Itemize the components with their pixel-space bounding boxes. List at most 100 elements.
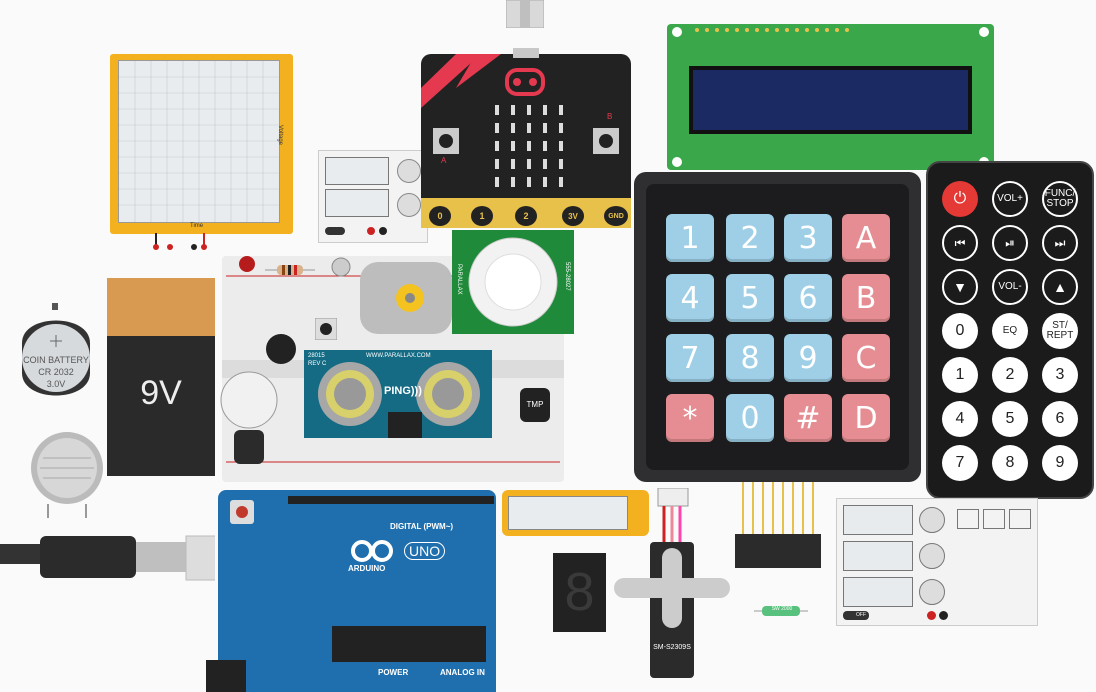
remote-vol-up-button[interactable]: VOL+ <box>992 181 1028 217</box>
keypad-key-1[interactable]: 1 <box>666 214 714 262</box>
psu-power-switch[interactable] <box>325 227 345 235</box>
keypad-key-7[interactable]: 7 <box>666 334 714 382</box>
keypad-key-2[interactable]: 2 <box>726 214 774 262</box>
usb-cable[interactable] <box>0 530 217 588</box>
remote-button-5[interactable]: 5 <box>992 401 1028 437</box>
remote-prev-button[interactable]: ⏮ <box>942 225 978 261</box>
psu-positive-terminal[interactable] <box>367 227 375 235</box>
remote-button-9[interactable]: 9 <box>1042 445 1078 481</box>
arduino-brand: ARDUINO <box>348 564 386 573</box>
remote-vol-down-button[interactable]: VOL- <box>992 269 1028 305</box>
ir-remote[interactable]: ⏻ VOL+ FUNC/ STOP ⏮ ⏯ ⏭ ▼ VOL- ▲ 0 EQ ST… <box>926 161 1094 499</box>
keypad-key-a[interactable]: A <box>842 214 890 262</box>
fg-display-1 <box>843 505 913 535</box>
remote-button-0[interactable]: 0 <box>942 313 978 349</box>
fg-sine-wave-button[interactable] <box>983 509 1005 529</box>
keypad-key-0[interactable]: 0 <box>726 394 774 442</box>
pir-sensor[interactable]: 555-28027 PARALLAX <box>452 230 574 334</box>
keypad-key-6[interactable]: 6 <box>784 274 832 322</box>
oscilloscope[interactable]: Voltage Time <box>110 54 293 234</box>
next-track-icon: ⏭ <box>1054 235 1066 250</box>
remote-next-button[interactable]: ⏭ <box>1042 225 1078 261</box>
dc-power-supply[interactable] <box>318 150 428 243</box>
ping-rev: REV C <box>308 361 327 367</box>
keypad-key-c[interactable]: C <box>842 334 890 382</box>
fg-knob-2[interactable] <box>919 543 945 569</box>
keypad-key-b[interactable]: B <box>842 274 890 322</box>
keypad-key-5[interactable]: 5 <box>726 274 774 322</box>
fg-negative-terminal[interactable] <box>939 611 948 620</box>
fg-power-switch[interactable]: OFF <box>843 611 869 620</box>
psu-negative-terminal[interactable] <box>379 227 387 235</box>
remote-power-button[interactable]: ⏻ <box>942 181 978 217</box>
seven-segment-display[interactable]: 8 <box>553 553 606 632</box>
keypad-key-d[interactable]: D <box>842 394 890 442</box>
fg-triangle-wave-button[interactable] <box>1009 509 1031 529</box>
fg-knob-3[interactable] <box>919 579 945 605</box>
fg-positive-terminal[interactable] <box>927 611 936 620</box>
function-generator[interactable]: OFF <box>836 498 1038 626</box>
remote-button-3[interactable]: 3 <box>1042 357 1078 393</box>
remote-button-4[interactable]: 4 <box>942 401 978 437</box>
remote-st-rept-button[interactable]: ST/ REPT <box>1042 313 1078 349</box>
microbit-pin-1[interactable]: 1 <box>471 206 493 226</box>
remote-play-pause-button[interactable]: ⏯ <box>992 225 1028 261</box>
lcd-16x2[interactable] <box>667 24 994 170</box>
microbit-button-b-label: B <box>607 112 613 121</box>
reed-switch[interactable]: SW 2000 <box>754 604 808 618</box>
ping-label: PING))) <box>384 385 422 397</box>
keypad-key-9[interactable]: 9 <box>784 334 832 382</box>
ultrasonic-sensor-ping[interactable]: WWW.PARALLAX.COM 28015 REV C PING))) <box>304 350 492 438</box>
keypad-key-8[interactable]: 8 <box>726 334 774 382</box>
psu-current-knob[interactable] <box>397 193 421 217</box>
remote-button-6[interactable]: 6 <box>1042 401 1078 437</box>
arduino-chip <box>332 626 486 662</box>
keypad-key-star[interactable]: * <box>666 394 714 442</box>
battery-9v[interactable]: 9V <box>107 248 215 476</box>
temperature-sensor[interactable]: TMP <box>520 388 550 422</box>
servo-motor[interactable]: SM-S2309S <box>614 487 730 680</box>
microbit-pin-3v[interactable]: 3V <box>562 206 584 226</box>
psu-voltage-knob[interactable] <box>397 159 421 183</box>
gas-sensor[interactable] <box>28 428 106 520</box>
led-red[interactable] <box>236 252 258 276</box>
resistor[interactable] <box>265 263 315 277</box>
microbit-button-a-label: A <box>441 156 447 165</box>
remote-button-2[interactable]: 2 <box>992 357 1028 393</box>
remote-func-stop-button[interactable]: FUNC/ STOP <box>1042 181 1078 217</box>
multimeter-display[interactable] <box>502 490 649 536</box>
pir-graphic <box>452 230 574 334</box>
coin-battery[interactable]: COIN BATTERY CR 2032 3.0V <box>12 298 100 410</box>
coin-battery-graphic <box>22 298 90 396</box>
light-bulb[interactable] <box>218 360 280 480</box>
arduino-uno[interactable]: DIGITAL (PWM~) UNO ARDUINO POWER ANALOG … <box>206 490 496 692</box>
remote-down-button[interactable]: ▼ <box>942 269 978 305</box>
keypad-key-4[interactable]: 4 <box>666 274 714 322</box>
keypad-face: 1 2 3 A 4 5 6 B 7 8 9 C * 0 # D <box>646 184 909 470</box>
microbit-pin-gnd[interactable]: GND <box>604 206 628 226</box>
remote-eq-button[interactable]: EQ <box>992 313 1028 349</box>
fg-knob-1[interactable] <box>919 507 945 533</box>
servo-graphic <box>614 487 730 678</box>
remote-button-7[interactable]: 7 <box>942 445 978 481</box>
gas-sensor-graphic <box>31 432 103 518</box>
pushbutton[interactable] <box>314 317 338 341</box>
remote-up-button[interactable]: ▲ <box>1042 269 1078 305</box>
microbit-pin-2[interactable]: 2 <box>515 206 537 226</box>
up-arrow-icon: ▲ <box>1053 279 1067 295</box>
remote-button-8[interactable]: 8 <box>992 445 1028 481</box>
remote-button-1[interactable]: 1 <box>942 357 978 393</box>
microbit-graphic <box>421 48 631 228</box>
keypad-key-3[interactable]: 3 <box>784 214 832 262</box>
microbit-board[interactable]: A B 0 1 2 3V GND <box>421 48 631 228</box>
vibration-motor[interactable] <box>264 332 298 366</box>
dc-motor[interactable] <box>360 262 452 334</box>
arduino-digital-header[interactable] <box>288 496 494 504</box>
arduino-reset-button[interactable] <box>230 500 254 524</box>
microbit-pin-0[interactable]: 0 <box>429 206 451 226</box>
arduino-power-jack[interactable] <box>206 660 246 692</box>
keypad-key-hash[interactable]: # <box>784 394 832 442</box>
rgb-led[interactable] <box>328 255 354 281</box>
fg-square-wave-button[interactable] <box>957 509 979 529</box>
keypad-4x4[interactable]: 1 2 3 A 4 5 6 B 7 8 9 C * 0 # D <box>634 172 921 482</box>
